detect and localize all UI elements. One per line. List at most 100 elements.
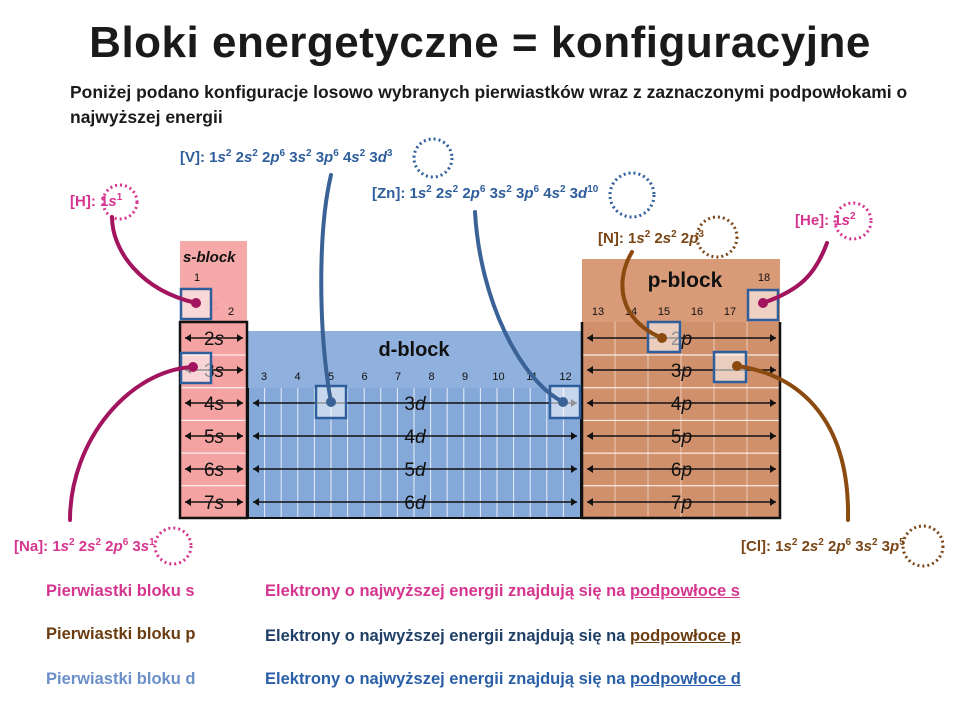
row-7p-arrowhead-left (587, 498, 593, 506)
group-number: 8 (428, 371, 434, 383)
group-number: 1 (194, 272, 200, 284)
subshell-term: 2s2 (235, 148, 258, 166)
row-4d-arrowhead-right (571, 432, 577, 440)
row-2s-label: 2s (204, 329, 225, 350)
subshell-term: 1s1 (100, 192, 123, 210)
row-5d-arrowhead-left (253, 465, 259, 473)
group-number: 16 (691, 306, 703, 318)
row-6d-label: 6d (404, 493, 427, 514)
subshell-term: 1s2 (628, 229, 651, 247)
row-2p-arrowhead-right (770, 334, 776, 342)
row-6p-label: 6p (671, 460, 692, 481)
row-5p-label: 5p (671, 427, 692, 448)
config-prefix: [H]: (70, 193, 100, 210)
subshell-term: 1s2 (209, 148, 232, 166)
row-3d-arrowhead-left (253, 399, 259, 407)
subshell-term: 4s2 (342, 148, 366, 166)
group-number: 18 (758, 272, 770, 284)
legend-p-text: Elektrony o najwyższej energii znajdują … (265, 627, 630, 645)
group-number: 3 (261, 371, 267, 383)
config-vanadium: [V]: 1s2 2s2 2p6 3s2 3p6 4s2 3d3 (180, 148, 392, 166)
subshell-term: 2p3 (680, 229, 704, 247)
helium-connector (761, 241, 829, 305)
subshell-term: 3p6 (516, 184, 540, 202)
row-7s-arrowhead-left (185, 498, 191, 506)
row-3d-label: 3d (404, 394, 427, 415)
config-nitrogen: [N]: 1s2 2s2 2p3 (598, 229, 704, 247)
legend-s-right: Elektrony o najwyższej energii znajdują … (265, 582, 740, 601)
subshell-term: 2s2 (654, 229, 677, 247)
config-hydrogen: [H]: 1s1 (70, 192, 122, 210)
sodium-connector-dot (188, 362, 198, 372)
helium-ring (833, 201, 873, 241)
legend-d-right: Elektrony o najwyższej energii znajdują … (265, 670, 741, 689)
row-2p-arrowhead-left (587, 334, 593, 342)
vanadium-connector-dot (326, 397, 336, 407)
config-prefix: [He]: (795, 212, 834, 229)
subshell-term: 1s2 (52, 537, 75, 555)
config-prefix: [V]: (180, 149, 210, 166)
group-number: 9 (462, 371, 468, 383)
group-number: 5 (328, 371, 334, 383)
row-6p-arrowhead-right (770, 465, 776, 473)
row-7s-label: 7s (204, 493, 225, 514)
row-5d-arrowhead-right (571, 465, 577, 473)
nitrogen-connector-dot (657, 333, 667, 343)
hydrogen-ring (101, 183, 139, 221)
subtitle: Poniżej podano konfiguracje losowo wybra… (70, 82, 908, 127)
row-4d-arrowhead-left (253, 432, 259, 440)
sodium-connector (68, 365, 195, 522)
subshell-term: 3d3 (369, 148, 393, 166)
s-block-title: s-block (183, 249, 236, 266)
row-6p-arrowhead-left (587, 465, 593, 473)
row-3s-arrowhead-right (237, 366, 243, 374)
row-4p-label: 4p (671, 394, 692, 415)
subshell-term: 3p6 (315, 148, 339, 166)
row-2s-arrowhead-left (185, 334, 191, 342)
subshell-term: 4s2 (543, 184, 566, 202)
row-6s-arrowhead-right (237, 465, 243, 473)
subshell-term: 2s2 (801, 537, 824, 555)
config-helium: [He]: 1s2 (795, 211, 856, 229)
subshell-term: 2p6 (828, 537, 852, 555)
vanadium-connector (319, 173, 333, 404)
subshell-term: 2p6 (462, 184, 486, 202)
row-7p-label: 7p (671, 493, 692, 514)
subshell-term: 3s2 (289, 148, 312, 166)
legend-s-link: podpowłoce s (629, 582, 740, 600)
legend-d-text: Elektrony o najwyższej energii znajdują … (265, 670, 630, 688)
config-prefix: [Zn]: (372, 185, 410, 202)
hydrogen-connector-dot (191, 298, 201, 308)
subshell-term: 2s2 (435, 184, 459, 202)
row-3p-arrowhead-left (587, 366, 593, 374)
group-number: 10 (492, 371, 504, 383)
group-number: 4 (294, 371, 300, 383)
group-number: 7 (395, 371, 401, 383)
subshell-term: 3s2 (489, 184, 512, 202)
subshell-term: 3p5 (881, 537, 905, 555)
legend-d-link: podpowłoce d (629, 670, 741, 688)
zinc-ring (608, 171, 656, 219)
group-number: 2 (228, 306, 234, 318)
row-4s-arrowhead-left (185, 399, 191, 407)
row-5p-arrowhead-right (770, 432, 776, 440)
row-5d-label: 5d (404, 460, 427, 481)
row-5s-arrowhead-left (185, 432, 191, 440)
config-prefix: [N]: (598, 230, 628, 247)
group-number: 13 (592, 306, 604, 318)
config-sodium: [Na]: 1s2 2s2 2p6 3s1 (14, 537, 155, 555)
legend-s-text: Elektrony o najwyższej energii znajdują … (265, 582, 630, 600)
hydrogen-connector (110, 215, 198, 305)
p-block-outline (580, 322, 782, 520)
row-2s-arrowhead-right (237, 334, 243, 342)
nitrogen-connector (620, 250, 664, 340)
config-chlorine: [Cl]: 1s2 2s2 2p6 3s2 3p5 (741, 537, 905, 555)
legend-d-left: Pierwiastki bloku d (46, 670, 196, 688)
row-5s-arrowhead-right (237, 432, 243, 440)
subshell-term: 2p6 (262, 148, 286, 166)
chlorine-ring (901, 524, 945, 568)
row-4d-label: 4d (404, 427, 427, 448)
chlorine-connector (735, 364, 851, 522)
legend-p-link: podpowłoce p (629, 627, 741, 645)
